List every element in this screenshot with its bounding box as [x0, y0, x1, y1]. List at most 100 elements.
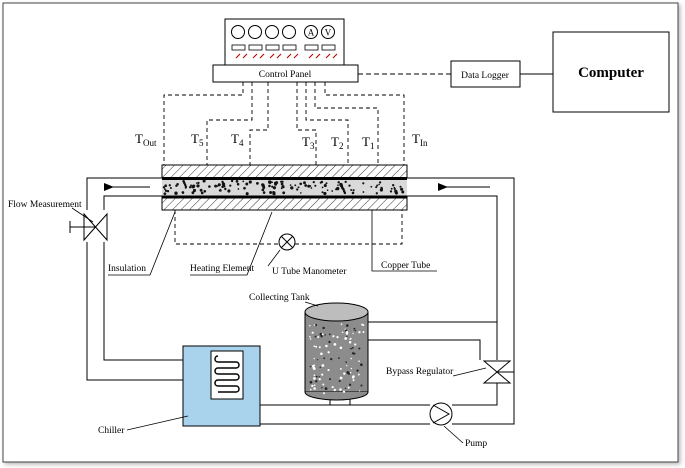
gauge-icon	[282, 25, 296, 39]
tank-particle-dot	[358, 347, 361, 350]
tank-particle-dot	[319, 366, 321, 369]
particle-dot	[352, 189, 355, 192]
particle-dot	[166, 190, 170, 193]
tank-particle-dot	[321, 364, 325, 367]
particle-dot	[310, 187, 313, 189]
tank-particle-dot	[352, 376, 355, 379]
tank-particle-dot	[341, 331, 344, 334]
tank-particle-dot	[342, 390, 346, 393]
chiller-label: Chiller	[98, 426, 125, 436]
gauge-icon	[231, 25, 245, 39]
chiller	[182, 345, 261, 427]
tank-particle-dot	[351, 346, 354, 349]
particle-dot	[282, 185, 285, 189]
gauge-icon	[248, 25, 262, 39]
particle-dot	[216, 185, 219, 187]
particle-dot	[230, 179, 234, 183]
particle-dot	[273, 191, 276, 194]
tank-particle-dot	[315, 380, 318, 383]
tank-particle-dot	[345, 324, 349, 327]
particle-dot	[303, 181, 306, 185]
tank-particle-dot	[313, 384, 316, 386]
particle-dot	[164, 189, 168, 193]
tank-particle-dot	[327, 351, 330, 354]
particle-dot	[394, 189, 398, 194]
tank-particle-dot	[333, 343, 337, 346]
tank-particle-dot	[309, 365, 312, 368]
particle-dot	[269, 191, 273, 194]
tank-particle-dot	[309, 388, 312, 391]
particle-dot	[314, 184, 317, 187]
tank-particle-dot	[362, 324, 365, 327]
data-logger-label: Data Logger	[461, 71, 510, 81]
particle-dot	[182, 191, 185, 195]
tank-particle-dot	[319, 332, 323, 336]
tank-particle-dot	[340, 323, 343, 325]
tank-particle-dot	[338, 379, 341, 383]
particle-dot	[227, 189, 231, 193]
particle-dot	[323, 184, 327, 188]
tank-particle-dot	[347, 372, 351, 375]
tank-particle-dot	[330, 357, 333, 361]
tank-particle-dot	[360, 384, 363, 387]
tank-particle-dot	[338, 357, 340, 359]
particle-dot	[248, 180, 252, 184]
flow-measurement-label: Flow Measurement	[8, 200, 82, 210]
tank-particle-dot	[344, 387, 347, 389]
tank-particle-dot	[313, 374, 316, 377]
particle-dot	[162, 186, 166, 189]
tank-particle-dot	[339, 346, 343, 350]
temperature-labels: TOut T5 T4 T3 T2 T1 TIn	[135, 131, 428, 151]
tank-particle-dot	[345, 361, 347, 363]
particle-dot	[289, 184, 292, 186]
tank-particle-dot	[331, 386, 334, 389]
tank-particle-dot	[333, 388, 336, 392]
heating-element-label: Heating Element	[190, 264, 254, 274]
tank-particle-dot	[324, 387, 328, 390]
insulation-leader	[108, 211, 176, 276]
tank-particle-dot	[344, 337, 348, 340]
particle-dot	[280, 182, 284, 186]
tank-particle-dot	[350, 347, 352, 350]
particle-dot	[196, 182, 198, 184]
tank-particle-dot	[350, 367, 353, 370]
tank-particle-dot	[309, 335, 311, 338]
collecting-tank-label: Collecting Tank	[249, 293, 310, 303]
t5-label: T5	[191, 131, 204, 148]
tank-particle-dot	[323, 392, 325, 395]
tank-particle-dot	[362, 331, 365, 333]
tank-particle-dot	[316, 359, 319, 361]
tank-particle-dot	[328, 340, 331, 344]
insulation-top	[161, 164, 408, 179]
particle-dot	[348, 184, 351, 187]
particle-dot	[202, 179, 206, 183]
tank-particle-dot	[311, 384, 314, 388]
particle-dot	[389, 190, 393, 193]
tank-particle-dot	[343, 372, 346, 375]
particle-dot	[378, 181, 382, 184]
particle-dot	[343, 191, 347, 195]
particle-dot	[379, 188, 383, 192]
tank-particle-dot	[314, 335, 317, 338]
control-panel-base: Control Panel	[212, 64, 359, 83]
tank-particle-dot	[314, 323, 318, 327]
nanoparticles	[162, 179, 405, 196]
particle-dot	[392, 184, 395, 187]
control-panel: A V	[224, 18, 345, 66]
particle-dot	[337, 184, 339, 187]
tank-particle-dot	[345, 330, 349, 334]
tank-particle-dot	[318, 376, 320, 378]
particle-dot	[271, 181, 273, 184]
particle-dot	[197, 181, 200, 184]
tank-particle-dot	[353, 352, 356, 355]
coil-icon	[214, 355, 240, 393]
particle-dot	[296, 188, 299, 191]
particle-dot	[221, 182, 226, 186]
particle-dot	[375, 186, 378, 189]
particle-dot	[224, 187, 227, 191]
particle-dot	[245, 192, 249, 196]
tank-particle-dot	[348, 341, 352, 344]
tank-particle-dot	[329, 378, 331, 381]
tank-particle-dot	[346, 364, 348, 367]
particle-dot	[274, 182, 278, 186]
